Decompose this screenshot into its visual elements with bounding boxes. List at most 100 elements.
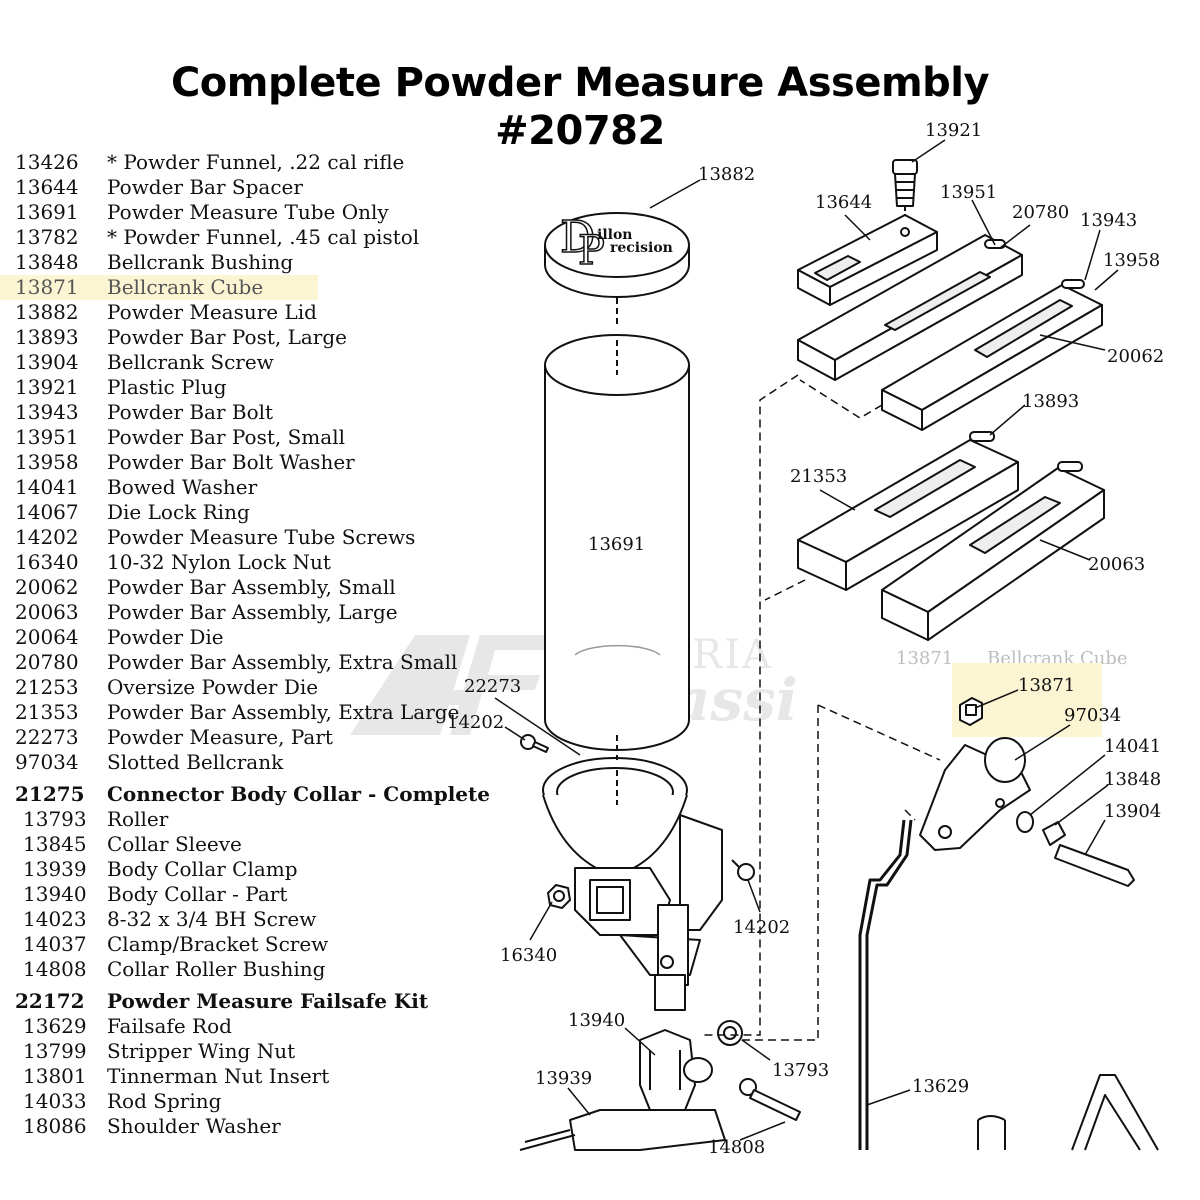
- powder-measure-tube-part: [544, 334, 690, 751]
- part-description: Body Collar - Part: [107, 882, 288, 906]
- callout-13939: 13939: [535, 1068, 592, 1089]
- part-number: 14037: [23, 932, 87, 956]
- callout-13629: 13629: [912, 1076, 969, 1097]
- callout-14202-right: 14202: [733, 917, 790, 938]
- part-number: 13691: [15, 200, 79, 224]
- part-description: Powder Bar Bolt: [107, 400, 274, 424]
- part-number: 13426: [15, 150, 79, 174]
- parts-group-row: 13801 Tinnerman Nut Insert: [0, 1064, 440, 1089]
- leader-lines: [494, 139, 1119, 1141]
- bowed-washer-part: [1016, 811, 1034, 833]
- bellcrank-screw-part: [1054, 844, 1135, 887]
- part-description: 8-32 x 3/4 BH Screw: [107, 907, 317, 931]
- part-number: 13801: [23, 1064, 87, 1088]
- callout-13793: 13793: [772, 1060, 829, 1081]
- part-description: Powder Bar Spacer: [107, 175, 303, 199]
- parts-list-row: 20062 Powder Bar Assembly, Small: [0, 575, 440, 600]
- callout-13951: 13951: [940, 182, 997, 203]
- part-description: Powder Measure Failsafe Kit: [107, 989, 429, 1013]
- callout-13904: 13904: [1104, 801, 1161, 822]
- lid-logo-line2: recision: [610, 240, 673, 256]
- parts-list-row: 21353 Powder Bar Assembly, Extra Large: [0, 700, 459, 725]
- parts-list-row: 20064 Powder Die: [0, 625, 440, 650]
- callout-20063: 20063: [1088, 554, 1145, 575]
- part-number: 20064: [15, 625, 79, 649]
- part-description: Powder Measure Tube Only: [107, 200, 389, 224]
- callout-14202-left: 14202: [447, 712, 504, 733]
- callout-13871: 13871: [1018, 675, 1075, 696]
- part-description: Powder Die: [107, 625, 224, 649]
- body-collar-part: [639, 1029, 713, 1111]
- part-number: 16340: [15, 550, 79, 574]
- part-number: 13921: [15, 375, 79, 399]
- tube-screw-left: [520, 734, 549, 753]
- part-description: Plastic Plug: [107, 375, 227, 399]
- collar-roller-bushing-part: [739, 1078, 801, 1121]
- roller-part: [717, 1020, 743, 1046]
- part-description: * Powder Funnel, .45 cal pistol: [107, 225, 420, 249]
- part-description: Stripper Wing Nut: [107, 1039, 296, 1063]
- callout-20062: 20062: [1107, 346, 1164, 367]
- callout-13644: 13644: [815, 192, 872, 213]
- part-description: Collar Sleeve: [107, 832, 242, 856]
- part-number: 13848: [15, 250, 79, 274]
- part-number: 14041: [15, 475, 79, 499]
- svg-text:P: P: [578, 228, 605, 274]
- part-number: 14023: [23, 907, 87, 931]
- callout-13691: 13691: [588, 534, 645, 555]
- part-number: 21353: [15, 700, 79, 724]
- part-description: Failsafe Rod: [107, 1014, 232, 1038]
- part-description: Powder Bar Assembly, Small: [107, 575, 396, 599]
- part-description: Bowed Washer: [107, 475, 258, 499]
- part-number: 97034: [15, 750, 79, 774]
- part-description: Rod Spring: [107, 1089, 222, 1113]
- svg-text:D: D: [560, 212, 595, 263]
- lid-logo-line1: illon: [597, 227, 632, 243]
- part-number: 20063: [15, 600, 79, 624]
- bellcrank-bushing-part: [1042, 821, 1066, 846]
- part-description: Bellcrank Cube: [107, 275, 264, 299]
- part-number: 13939: [23, 857, 87, 881]
- callout-13940: 13940: [568, 1010, 625, 1031]
- callout-13943: 13943: [1080, 210, 1137, 231]
- powder-measure-lid-part: [544, 212, 690, 325]
- part-number: 13882: [15, 300, 79, 324]
- part-number: 13793: [23, 807, 87, 831]
- part-description: Tinnerman Nut Insert: [107, 1064, 330, 1088]
- part-description: Powder Bar Assembly, Extra Small: [107, 650, 458, 674]
- part-description: Powder Bar Assembly, Extra Large: [107, 700, 460, 724]
- parts-list-row: 13958 Powder Bar Bolt Washer: [0, 450, 440, 475]
- part-number: 13958: [15, 450, 79, 474]
- powder-bar-extra-small-part: [797, 234, 1023, 381]
- callout-13882: 13882: [698, 164, 755, 185]
- part-number: 20062: [15, 575, 79, 599]
- part-number: 21253: [15, 675, 79, 699]
- callout-14041: 14041: [1104, 736, 1161, 757]
- part-description: Powder Bar Bolt Washer: [107, 450, 355, 474]
- part-description: Bellcrank Bushing: [107, 250, 294, 274]
- parts-list-row: 13921 Plastic Plug: [0, 375, 440, 400]
- parts-list-row: 14041 Bowed Washer: [0, 475, 440, 500]
- part-description: Connector Body Collar - Complete: [107, 782, 490, 806]
- part-description: Powder Bar Assembly, Large: [107, 600, 398, 624]
- ghost-label-num: 13871: [896, 648, 953, 669]
- part-description: Bellcrank Screw: [107, 350, 274, 374]
- parts-list-row: 13848 Bellcrank Bushing: [0, 250, 440, 275]
- powder-measure-body-part: [542, 735, 723, 1011]
